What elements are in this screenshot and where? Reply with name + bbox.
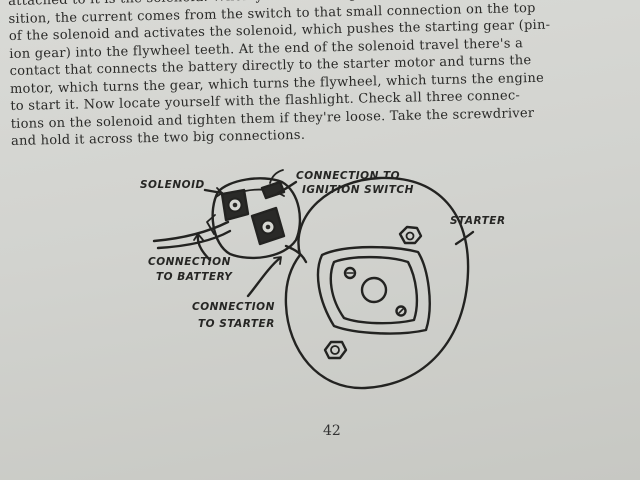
starter-label-arrow <box>454 230 475 246</box>
label-connection-battery-1: CONNECTION <box>148 256 231 268</box>
mounting-bolt-top <box>398 225 423 245</box>
plate-screw <box>343 266 357 280</box>
label-connection-ignition-1: CONNECTION TO <box>296 170 400 182</box>
starter-housing <box>284 176 470 390</box>
label-connection-battery-2: TO BATTERY <box>156 271 233 283</box>
ignition-terminal <box>260 180 286 200</box>
plate-screw <box>395 305 407 317</box>
mounting-plate-outer <box>316 245 431 335</box>
mounting-plate-inner <box>329 255 419 325</box>
mounting-bolt-bottom <box>323 340 348 360</box>
label-connection-starter-2: TO STARTER <box>198 318 275 330</box>
starter-strap <box>284 244 308 264</box>
label-connection-starter-1: CONNECTION <box>192 301 275 313</box>
solenoid-arrow <box>203 188 224 195</box>
solenoid-body <box>211 177 302 260</box>
label-starter: STARTER <box>450 215 506 227</box>
page-number: 42 <box>323 423 341 439</box>
starter-arrow <box>246 256 282 298</box>
label-connection-ignition-2: IGNITION SWITCH <box>302 184 414 196</box>
battery-arrow <box>196 234 212 262</box>
ignition-arrow <box>276 180 298 195</box>
label-solenoid: SOLENOID <box>140 179 205 191</box>
shaft-circle <box>360 276 388 304</box>
